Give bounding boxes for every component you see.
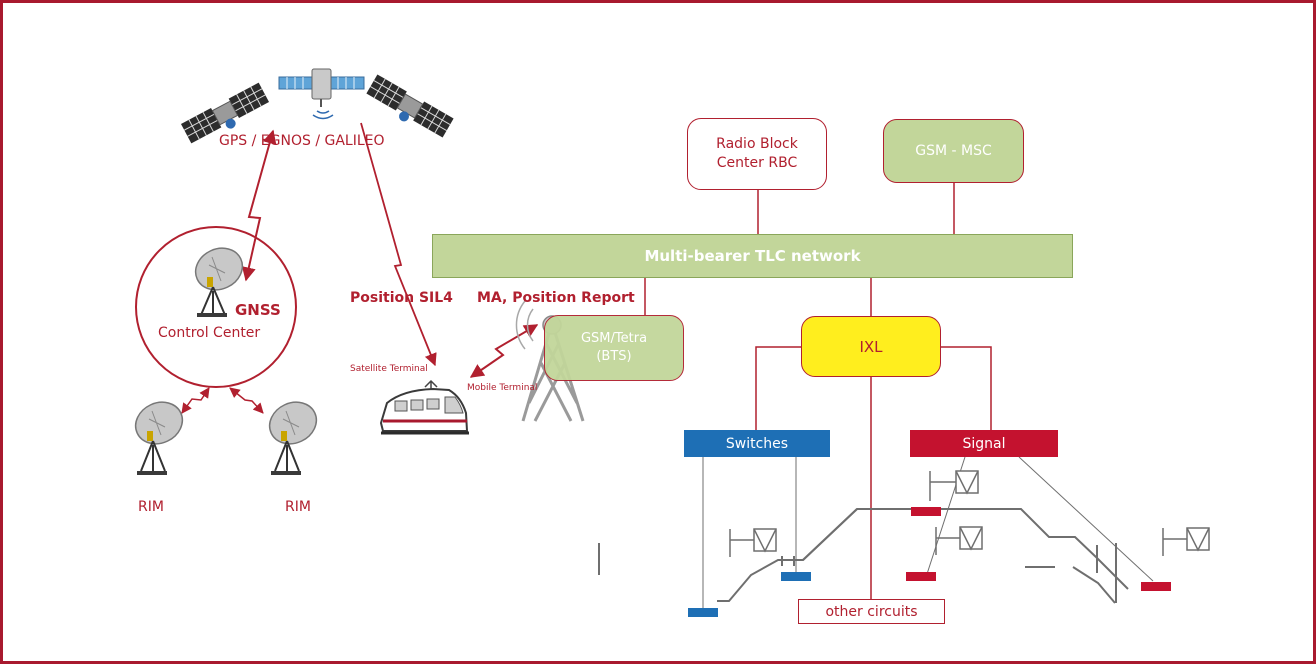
signal-marker: [906, 572, 936, 581]
signal-box: Signal: [910, 430, 1058, 457]
mobile-link-arrow: [469, 324, 539, 378]
switch-marker: [781, 572, 811, 581]
signal-label: Signal: [962, 435, 1006, 452]
gsm-msc-label: GSM - MSC: [915, 143, 992, 159]
signal-marker: [911, 507, 941, 516]
position-sil4-label: Position SIL4: [350, 290, 453, 306]
mobile-terminal-label: Mobile Terminal: [467, 383, 538, 393]
satellite-dish-icon: [134, 401, 184, 475]
signal-head-icon: [1162, 527, 1210, 556]
bts-box: GSM/Tetra (BTS): [544, 315, 684, 381]
bts-label-line1: GSM/Tetra: [580, 331, 648, 346]
other-circuits-box: other circuits: [798, 599, 945, 624]
gnss-subtitle: Control Center: [158, 325, 261, 341]
track-layout: [598, 508, 1129, 604]
signal-marker: [1141, 582, 1171, 591]
satellite-to-train-arrow: [360, 122, 437, 367]
ixl-label: IXL: [859, 337, 883, 356]
rim-left-label: RIM: [138, 499, 164, 515]
signal-head-icon: [729, 528, 777, 557]
ma-position-report-label: MA, Position Report: [477, 290, 635, 306]
rbc-label-line1: Radio Block: [716, 136, 798, 152]
satellite-terminal-label: Satellite Terminal: [350, 364, 428, 374]
signal-head-icon: [929, 470, 979, 501]
other-circuits-label: other circuits: [825, 603, 918, 620]
rbc-label-line2: Center RBC: [716, 155, 798, 171]
switch-marker: [688, 608, 718, 617]
switches-label: Switches: [725, 435, 789, 452]
signal-head-icon: [935, 526, 983, 555]
gnss-control-circle: [135, 226, 297, 388]
satellite-caption: GPS / EGNOS / GALILEO: [219, 133, 385, 149]
ixl-to-switches-line: [755, 346, 801, 430]
gnss-title: GNSS: [235, 301, 281, 319]
satellite-dish-icon: [194, 247, 244, 317]
rbc-box: Radio Block Center RBC: [687, 118, 827, 190]
rim-right-label: RIM: [285, 499, 311, 515]
gnss-uplink-arrow: [241, 129, 277, 282]
gsm-msc-box: GSM - MSC: [883, 119, 1024, 183]
ixl-to-signal-line: [941, 346, 992, 430]
satellite-icon: [366, 74, 454, 138]
rim-right-link: [229, 387, 264, 414]
satellite-icon: [180, 82, 270, 144]
bts-label-line2: (BTS): [596, 349, 632, 364]
satellite-icon: [278, 68, 365, 120]
rim-left-link: [181, 387, 210, 414]
tlc-network-label: Multi-bearer TLC network: [644, 247, 861, 265]
switches-box: Switches: [684, 430, 830, 457]
tlc-network-bar: Multi-bearer TLC network: [432, 234, 1073, 278]
ixl-box: IXL: [801, 316, 941, 377]
satellite-dish-icon: [268, 401, 318, 475]
train-icon: [379, 379, 469, 435]
connection-layer: [134, 68, 1210, 617]
